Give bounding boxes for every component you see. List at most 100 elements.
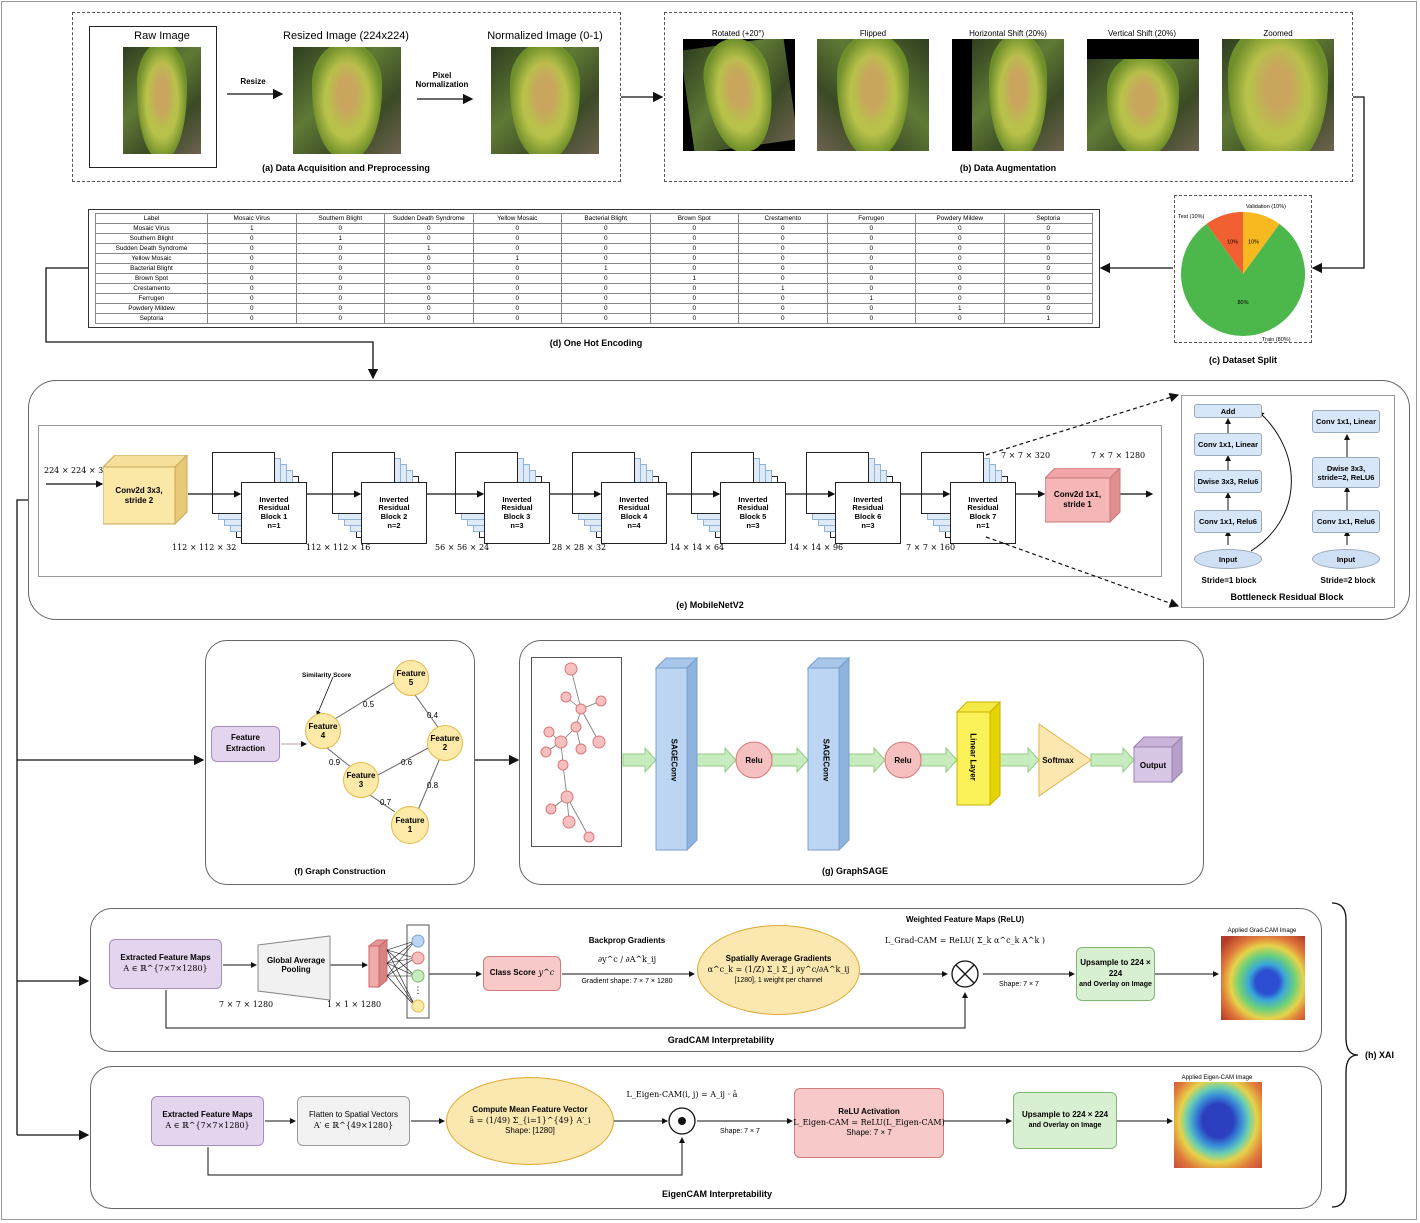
block-output-dim: 112 × 112 × 16: [306, 543, 371, 552]
eigencam-dot-math: L_Eigen-CAM(i, j) = A_ij · ā: [626, 1090, 738, 1099]
bn-s2-label: Stride=2 block: [1320, 576, 1376, 585]
aug-title-vshift: Vertical Shift (20%): [1107, 29, 1177, 38]
panel-f-caption: (f) Graph Construction: [294, 866, 386, 876]
block-output-dim: 14 × 14 × 96: [789, 543, 844, 552]
backprop-math: ∂y^c / ∂A^k_ij: [597, 955, 657, 964]
panel-e-caption: (e) MobileNetV2: [676, 600, 744, 610]
resized-image: [293, 47, 401, 154]
input-dim: 224 × 224 × 3: [44, 466, 104, 475]
graph-thumbnail-node: [562, 815, 576, 829]
svg-text:⋮: ⋮: [414, 986, 423, 996]
dim-after-conv-last: 7 × 7 × 1280: [1091, 451, 1146, 460]
gradcam-dim-2: 1 × 1 × 1280: [327, 1000, 382, 1009]
graph-thumbnail-node: [570, 721, 582, 733]
graph-thumbnail-node: [575, 703, 587, 715]
bn-s1-dwise: Dwise 3x3, Relu6: [1194, 470, 1262, 493]
edge-weight-5-2: 0.4: [427, 711, 439, 720]
aug-vshift-image: [1087, 39, 1199, 151]
eigencam-applied-label: Applied Eigen-CAM Image: [1181, 1075, 1253, 1081]
raw-image-frame: [89, 26, 217, 168]
relu-2-label: Relu: [894, 756, 912, 765]
mobilenet-inner-frame: [38, 425, 1162, 577]
aug-title-rotated: Rotated (+20°): [711, 29, 765, 38]
pixel-norm-label-2: Normalization: [415, 80, 469, 89]
flatten-math: A′ ∈ ℝ^{49×1280}: [313, 1121, 394, 1130]
relu-1-label: Relu: [745, 756, 763, 765]
gradcam-extracted-math: A ∈ ℝ^{7×7×1280}: [123, 964, 208, 973]
block-output-dim: 56 × 56 × 24: [435, 543, 490, 552]
graph-thumbnail-node: [560, 790, 574, 804]
raw-image: [123, 47, 201, 154]
panel-f: [205, 640, 475, 885]
backprop-title: Backprop Gradients: [588, 936, 666, 945]
graph-thumbnail-node: [560, 691, 572, 703]
mean-vector-ellipse: Compute Mean Feature Vector ā = (1/49) Σ…: [446, 1077, 614, 1165]
bn-s2-input: Input: [1312, 549, 1380, 569]
aug-rotated-image: [683, 39, 795, 151]
graph-thumbnail-node: [583, 831, 595, 843]
panel-c-caption: (c) Dataset Split: [1208, 355, 1278, 365]
block-output-dim: 14 × 14 × 64: [670, 543, 725, 552]
mean-vector-shape: Shape: [1280]: [505, 1126, 555, 1136]
graph-thumbnail-node: [592, 735, 606, 749]
eigencam-overlay-image: [1174, 1082, 1262, 1168]
pie-slice-label: 10%: [1248, 240, 1259, 246]
gradcam-dim-1: 7 × 7 × 1280: [219, 1000, 274, 1009]
one-hot-cell: 1: [1003, 313, 1093, 324]
edge-weight-5-4: 0.5: [363, 700, 375, 709]
pie-slice-label: 10%: [1227, 240, 1238, 246]
gradcam-applied-label: Applied Grad-CAM Image: [1227, 928, 1297, 934]
gradcam-shape-note: Shape: 7 × 7: [999, 981, 1039, 988]
mean-vector-math: ā = (1/49) Σ_{i=1}^{49} A′_i: [469, 1115, 591, 1125]
aug-title-zoomed: Zoomed: [1263, 29, 1293, 38]
gradcam-overlay-image: [1221, 936, 1305, 1020]
graph-thumbnail-node: [545, 803, 557, 815]
graph-thumbnail-frame: [531, 657, 622, 847]
graph-thumbnail-node: [575, 743, 587, 755]
block-output-dim: 28 × 28 × 32: [552, 543, 607, 552]
input-arrow: [46, 480, 104, 488]
gap-label-2: Pooling: [281, 965, 311, 974]
gradient-shape: Gradient shape: 7 × 7 × 1280: [581, 978, 673, 985]
panel-d-caption: (d) One Hot Encoding: [549, 338, 643, 348]
bottleneck-title: Bottleneck Residual Block: [1230, 592, 1344, 602]
spatial-average-ellipse: Spatially Average Gradients α^c_k = (1/Z…: [697, 925, 860, 1015]
relu-activation-shape: Shape: 7 × 7: [846, 1128, 892, 1138]
pie-validation-label: Validation (10%): [1246, 204, 1286, 210]
bn-s1-linear: Conv 1x1, Linear: [1194, 433, 1262, 456]
conv-last-label: Conv2d 1x1,stride 1: [1053, 490, 1102, 509]
feature-extraction-box: Feature Extraction: [211, 726, 280, 762]
graph-thumbnail-node: [564, 662, 578, 676]
dim-after-block7: 7 × 7 × 320: [1001, 451, 1051, 460]
xai-label: (h) XAI: [1365, 1050, 1394, 1060]
gradcam-caption: GradCAM Interpretability: [667, 1035, 775, 1045]
conv-first-cube: [103, 455, 188, 525]
bn-s1-label: Stride=1 block: [1201, 576, 1257, 585]
graphsage-arrows: [622, 656, 1184, 852]
edge-weight-2-1: 0.8: [427, 781, 439, 790]
pie-slice-test: [1206, 212, 1243, 274]
edge-weight-3-2: 0.6: [401, 758, 413, 767]
resized-image-title: Resized Image (224x224): [283, 30, 409, 42]
aug-zoomed-image: [1222, 39, 1334, 151]
conv-last-cube: [1045, 468, 1121, 523]
weighted-math: L_Grad-CAM = ReLU( Σ_k α^c_k A^k ): [884, 936, 1046, 945]
pie-slice-validation: [1243, 212, 1280, 274]
bn-s2-expand: Conv 1x1, Relu6: [1312, 510, 1380, 533]
spatial-average-math: α^c_k = (1/Z) Σ_i Σ_j ∂y^c/∂A^k_ij: [707, 965, 850, 975]
bn-s2-linear: Conv 1x1, Linear: [1312, 410, 1380, 433]
